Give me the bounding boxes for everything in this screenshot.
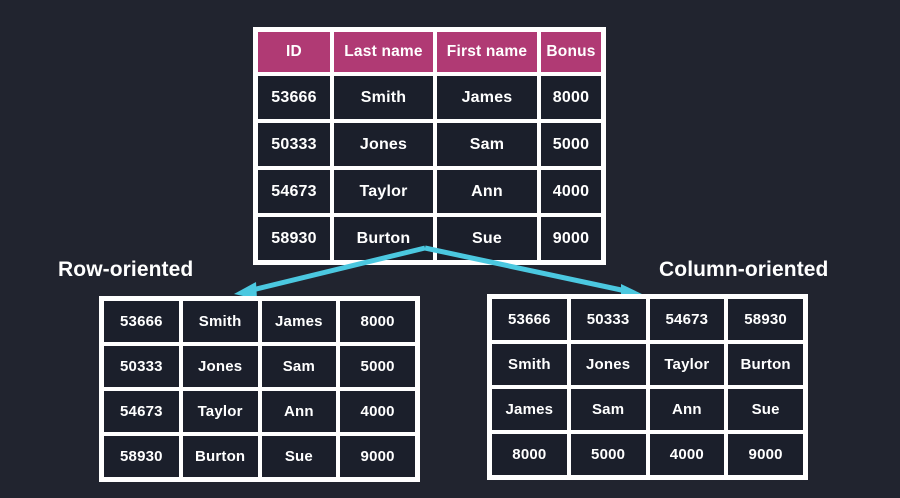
cell: 8000	[338, 299, 417, 344]
cell: James	[259, 299, 339, 344]
cell: 58930	[102, 434, 181, 479]
column-header-id: ID	[256, 30, 332, 74]
table-row: Smith Jones Taylor Burton	[490, 342, 805, 387]
cell: 9000	[539, 215, 603, 262]
cell: 5000	[539, 121, 603, 168]
table-row: 58930 Burton Sue 9000	[256, 215, 603, 262]
cell: 5000	[568, 432, 648, 477]
table-row: 54673 Taylor Ann 4000	[102, 389, 417, 434]
table-row: 53666 Smith James 8000	[102, 299, 417, 344]
cell: Taylor	[180, 389, 260, 434]
cell: 54673	[256, 168, 332, 215]
cell: 8000	[539, 74, 603, 121]
table-row: James Sam Ann Sue	[490, 387, 805, 432]
cell: Sam	[568, 387, 648, 432]
cell: 9000	[338, 434, 417, 479]
cell: 4000	[539, 168, 603, 215]
cell: Smith	[332, 74, 435, 121]
column-header-last-name: Last name	[332, 30, 435, 74]
cell: Jones	[180, 344, 260, 389]
cell: Taylor	[647, 342, 727, 387]
cell: Taylor	[332, 168, 435, 215]
cell: 53666	[256, 74, 332, 121]
cell: 58930	[726, 297, 805, 342]
cell: James	[490, 387, 569, 432]
cell: Burton	[332, 215, 435, 262]
cell: Jones	[332, 121, 435, 168]
column-header-first-name: First name	[435, 30, 539, 74]
cell: 9000	[726, 432, 805, 477]
cell: Smith	[180, 299, 260, 344]
cell: Sue	[726, 387, 805, 432]
cell: James	[435, 74, 539, 121]
cell: 50333	[568, 297, 648, 342]
cell: 4000	[647, 432, 727, 477]
cell: Sam	[259, 344, 339, 389]
row-oriented-label: Row-oriented	[58, 258, 194, 281]
cell: 8000	[490, 432, 569, 477]
cell: Jones	[568, 342, 648, 387]
cell: Burton	[726, 342, 805, 387]
cell: 50333	[102, 344, 181, 389]
cell: Burton	[180, 434, 260, 479]
cell: 5000	[338, 344, 417, 389]
cell: Ann	[435, 168, 539, 215]
table-row: 53666 50333 54673 58930	[490, 297, 805, 342]
table-row: 50333 Jones Sam 5000	[256, 121, 603, 168]
cell: Smith	[490, 342, 569, 387]
cell: 53666	[102, 299, 181, 344]
cell: Ann	[647, 387, 727, 432]
table-row: 53666 Smith James 8000	[256, 74, 603, 121]
cell: 54673	[102, 389, 181, 434]
table-row: 8000 5000 4000 9000	[490, 432, 805, 477]
column-oriented-label: Column-oriented	[659, 258, 829, 281]
source-table: ID Last name First name Bonus 53666 Smit…	[253, 27, 606, 265]
table-row: 50333 Jones Sam 5000	[102, 344, 417, 389]
cell: 53666	[490, 297, 569, 342]
row-oriented-table: 53666 Smith James 8000 50333 Jones Sam 5…	[99, 296, 420, 482]
cell: Ann	[259, 389, 339, 434]
cell: 50333	[256, 121, 332, 168]
cell: Sue	[435, 215, 539, 262]
cell: 4000	[338, 389, 417, 434]
column-oriented-table: 53666 50333 54673 58930 Smith Jones Tayl…	[487, 294, 808, 480]
table-header-row: ID Last name First name Bonus	[256, 30, 603, 74]
cell: 58930	[256, 215, 332, 262]
cell: Sam	[435, 121, 539, 168]
cell: 54673	[647, 297, 727, 342]
table-row: 58930 Burton Sue 9000	[102, 434, 417, 479]
column-header-bonus: Bonus	[539, 30, 603, 74]
cell: Sue	[259, 434, 339, 479]
table-row: 54673 Taylor Ann 4000	[256, 168, 603, 215]
